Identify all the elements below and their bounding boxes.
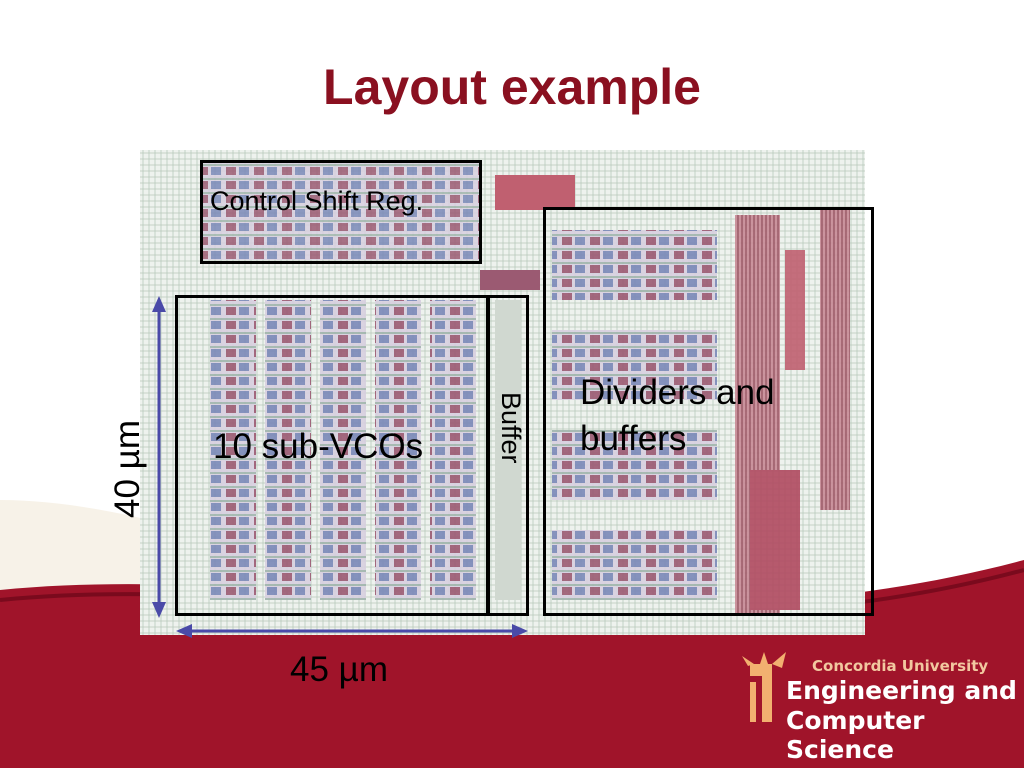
dividers-box	[543, 207, 874, 616]
dividers-label: Dividers and buffers	[580, 370, 775, 462]
slide-title: Layout example	[323, 59, 701, 115]
height-dimension-label: 40 µm	[108, 420, 147, 518]
buffer-label: Buffer	[496, 392, 526, 464]
university-name: Concordia University	[812, 657, 989, 675]
shift-register-label: Control Shift Reg.	[210, 186, 424, 216]
dividers-label-line1: Dividers and	[580, 373, 775, 412]
shift-register-box	[200, 160, 482, 264]
chip-layout-image	[140, 150, 865, 635]
width-dimension-label: 45 µm	[290, 650, 388, 689]
faculty-name-line1: Engineering and	[786, 676, 1017, 705]
sub-vcos-label: 10 sub-VCOs	[213, 427, 424, 466]
faculty-name-line2: Computer Science	[786, 706, 925, 764]
buffer-box	[486, 295, 529, 616]
concordia-emblem-icon	[742, 652, 786, 722]
dividers-label-line2: buffers	[580, 419, 687, 458]
